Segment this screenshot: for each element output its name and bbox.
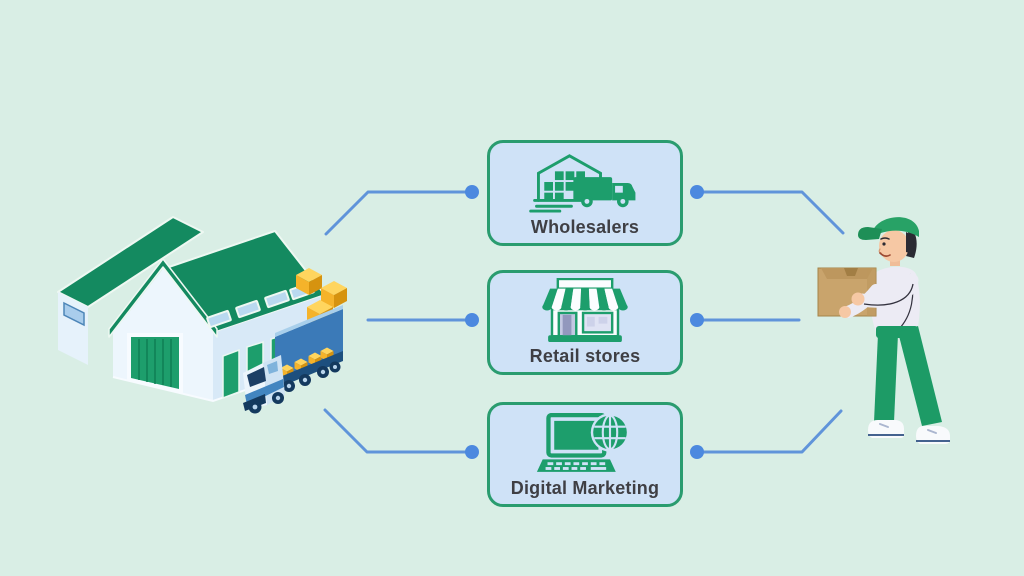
- connector-wholesalers-to-customer: [695, 190, 845, 235]
- connector-dots: [465, 185, 704, 459]
- channel-label-retail-stores: Retail stores: [529, 346, 641, 366]
- warehouse-annex: [57, 216, 204, 365]
- warehouse-truck-icon: [527, 148, 643, 215]
- truck-cab: [243, 355, 285, 414]
- face: [879, 230, 909, 262]
- channel-card-wholesalers: Wholesalers: [487, 140, 683, 246]
- warehouse-illustration: [57, 216, 347, 414]
- channel-card-retail-stores: Retail stores: [487, 270, 683, 375]
- warehouse-main-building: [108, 230, 326, 403]
- awning: [542, 288, 628, 311]
- cap: [858, 217, 919, 240]
- delivery-person-illustration: [817, 217, 950, 444]
- arms: [839, 273, 919, 318]
- connector-warehouse-to-digital: [323, 408, 474, 454]
- laptop-globe-icon: [535, 410, 635, 476]
- channel-label-digital-marketing: Digital Marketing: [510, 478, 660, 498]
- connector-warehouse-to-wholesalers: [324, 190, 474, 236]
- channel-card-digital-marketing: Digital Marketing: [487, 402, 683, 507]
- channel-label-wholesalers: Wholesalers: [530, 217, 640, 237]
- pants: [874, 326, 942, 426]
- shoes: [868, 420, 950, 444]
- connector-digital-to-customer: [695, 409, 843, 454]
- delivery-truck: [243, 305, 343, 414]
- storefront-icon: [534, 278, 636, 344]
- face-features: [878, 237, 891, 257]
- garage-door: [127, 333, 183, 393]
